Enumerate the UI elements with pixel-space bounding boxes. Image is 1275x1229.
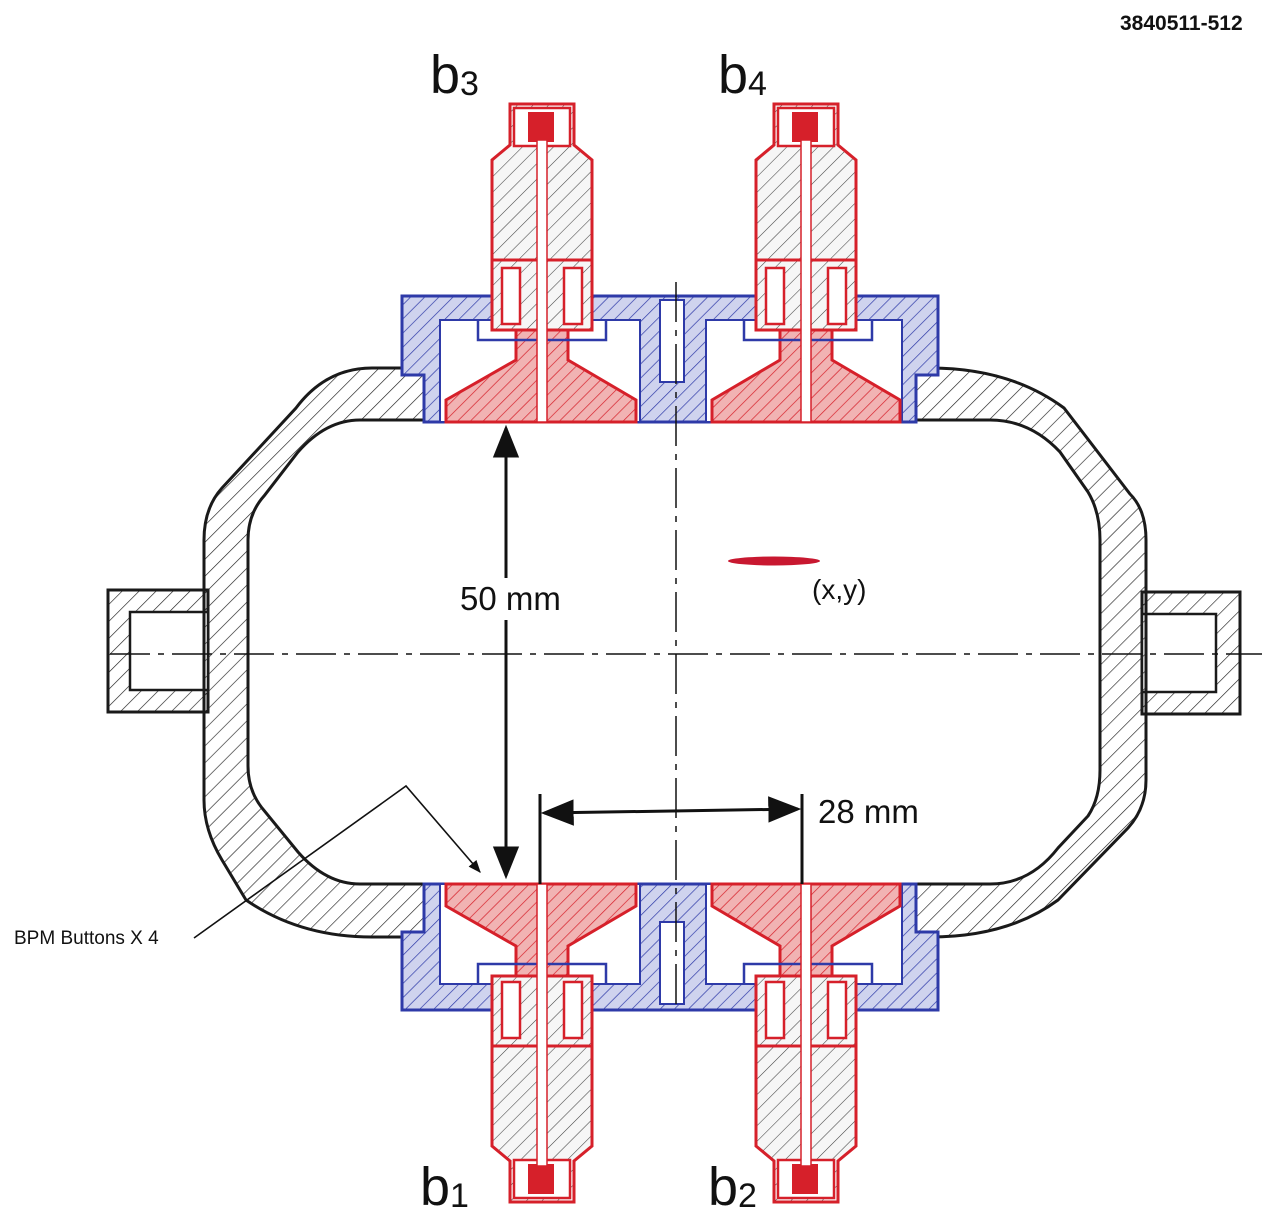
button-assembly-b2 bbox=[710, 882, 902, 1204]
button-assembly-b1 bbox=[444, 882, 638, 1204]
button-label-index: 3 bbox=[460, 65, 479, 103]
left-mounting-tab bbox=[106, 588, 210, 714]
beam-spot bbox=[728, 556, 820, 566]
beam-position-label: (x,y) bbox=[812, 574, 867, 605]
figure-id: 3840511-512 bbox=[1120, 12, 1243, 35]
button-label-letter: b bbox=[420, 1157, 451, 1217]
callout-leader-line bbox=[193, 784, 481, 939]
button-label-b3: b3 bbox=[430, 48, 479, 102]
button-label-b2: b2 bbox=[708, 1160, 757, 1214]
button-label-b1: b1 bbox=[420, 1160, 469, 1214]
button-assembly-b4 bbox=[710, 102, 902, 424]
right-mounting-tab bbox=[1140, 590, 1242, 716]
vertical-dimension-label: 50 mm bbox=[456, 578, 565, 620]
horizontal-dimension-arrow bbox=[540, 796, 802, 826]
button-label-letter: b bbox=[430, 45, 461, 105]
button-label-index: 4 bbox=[748, 65, 767, 103]
button-assembly-b3 bbox=[444, 102, 638, 424]
button-label-letter: b bbox=[708, 1157, 739, 1217]
button-label-index: 2 bbox=[738, 1177, 757, 1215]
vacuum-chamber-wall bbox=[202, 366, 1148, 939]
button-label-b4: b4 bbox=[718, 48, 767, 102]
button-label-index: 1 bbox=[450, 1177, 469, 1215]
bpm-buttons-callout: BPM Buttons X 4 bbox=[14, 928, 159, 949]
horizontal-dimension-label: 28 mm bbox=[818, 793, 919, 831]
button-label-letter: b bbox=[718, 45, 749, 105]
